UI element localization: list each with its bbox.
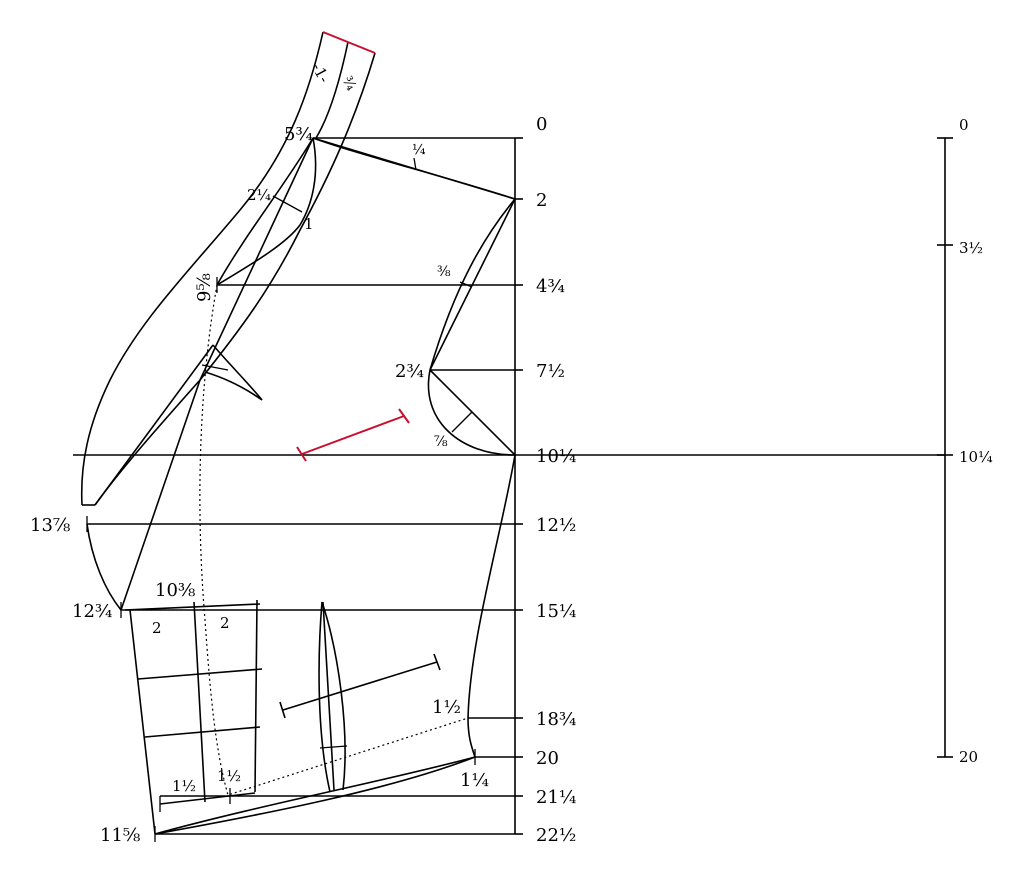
lapel-edge (94, 344, 214, 506)
center-label-2: 2 (536, 190, 547, 211)
neck-shoulder: ¼ 5¾ 2¼ 1 9⁵⁄₈ (194, 124, 516, 381)
right-label-20: 20 (959, 748, 978, 766)
side-seam-lower (467, 454, 516, 758)
strap-label-left: -1- (308, 60, 333, 86)
strap-inner-edge (94, 52, 376, 506)
side-curve (427, 369, 516, 456)
dart-leg-upper (212, 344, 263, 401)
side-curve-label: 2¾ (395, 361, 424, 382)
neck-width-mark (272, 195, 303, 213)
front-slant-line (199, 137, 314, 381)
shoulder-dart-label: ¼ (412, 142, 426, 158)
dotted-guide-line (199, 284, 469, 796)
balance-end-left (279, 701, 286, 719)
front-edge-lower (129, 609, 156, 835)
pocket-top-line (124, 603, 261, 611)
pocket-row-2 (144, 726, 261, 738)
hem-left-label-a: 1½ (172, 777, 196, 795)
front-dart (201, 344, 263, 401)
pocket-grid: 10⅜ 2 2 1½ 1½ (124, 580, 263, 812)
chest-width-label: 13⅞ (30, 515, 70, 536)
armhole-curve-inner (429, 198, 516, 371)
balance-marker (279, 653, 441, 719)
center-scale: 0 2 4¾ 7½ 10¼ 12½ 15¼ 18¾ 20 21¼ 22½ (514, 114, 576, 846)
hip-mark-label: 1½ (432, 697, 461, 718)
armhole-point-label: 9⁵⁄₈ (194, 273, 215, 302)
accent-end-left (296, 446, 307, 462)
side-seam-mark (451, 411, 473, 433)
center-label-20: 20 (536, 748, 559, 769)
center-label-18-3-4: 18¾ (536, 709, 576, 730)
dart-leg-lower (204, 371, 263, 401)
waist-width-label: 12¾ (72, 601, 112, 622)
side-seam-label: ⅞ (434, 434, 448, 450)
armhole-dart-label: ⅜ (437, 264, 451, 280)
center-label-22-1-2: 22½ (536, 825, 576, 846)
accent-marker (296, 408, 410, 462)
center-label-21-1-4: 21¼ (536, 787, 576, 808)
strap-top-edge (322, 31, 376, 54)
center-label-0: 0 (536, 114, 547, 135)
pocket-divider-right (254, 599, 258, 793)
shoulder-dart-mark (413, 157, 417, 171)
side-diagonal (429, 369, 516, 456)
balance-line (282, 661, 438, 711)
armhole-curve-outer (429, 198, 516, 371)
right-label-3-1-2: 3½ (959, 239, 983, 257)
neck-depth-label: 1 (304, 215, 314, 233)
horizontal-guides (73, 137, 945, 835)
hem-side-label: 1¼ (460, 770, 489, 791)
center-label-7-1-2: 7½ (536, 361, 565, 382)
strap-fold-line (315, 41, 349, 139)
balance-end-right (433, 653, 441, 671)
hem-left-label-b: 1½ (217, 767, 241, 785)
accent-end-right (398, 408, 410, 424)
pocket-divider-center (193, 601, 206, 803)
neck-curve-right (299, 137, 317, 226)
strap-label-right: ¾ (339, 74, 360, 94)
right-label-0: 0 (959, 116, 969, 134)
right-label-10-1-4: 10¼ (959, 448, 993, 466)
neck-line-a (216, 137, 314, 286)
neck-curve-bottom (216, 224, 301, 286)
center-label-15-1-4: 15¼ (536, 601, 576, 622)
pocket-bottom-line (159, 792, 256, 805)
hem-width-label: 11⅝ (100, 825, 140, 846)
pocket-width-label: 10⅜ (155, 580, 195, 601)
pocket-row-1 (137, 668, 263, 680)
hem-line-upper (154, 756, 476, 835)
front-slant-lower (120, 379, 201, 611)
pocket-right-label: 2 (220, 614, 230, 632)
shoulder-top-label: 5¾ (284, 124, 313, 145)
armhole-dart-mark (459, 281, 473, 288)
right-scale: 0 3½ 10¼ 20 (937, 116, 993, 766)
neck-width-label: 2¼ (247, 186, 272, 204)
hem-curves: 1½ 1¼ (154, 697, 489, 835)
armhole-side: ⅜ 2¾ ⅞ (395, 198, 516, 758)
shoulder-strap: -1- ¾ (80, 31, 376, 506)
shoulder-seam-lower (312, 137, 516, 200)
pocket-left-label: 2 (152, 619, 162, 637)
accent-line (301, 415, 405, 455)
center-label-4-3-4: 4¾ (536, 276, 565, 297)
hem-line-lower (154, 756, 476, 835)
center-label-12-1-2: 12½ (536, 515, 576, 536)
strap-outer-edge (80, 31, 324, 506)
waist-dart-left (318, 601, 331, 793)
front-edge: 13⅞ 12¾ 11⅝ (30, 344, 214, 846)
center-label-10-1-4: 10¼ (536, 446, 576, 467)
waist-dart-cross (319, 745, 348, 749)
front-curve-chest (86, 523, 122, 611)
